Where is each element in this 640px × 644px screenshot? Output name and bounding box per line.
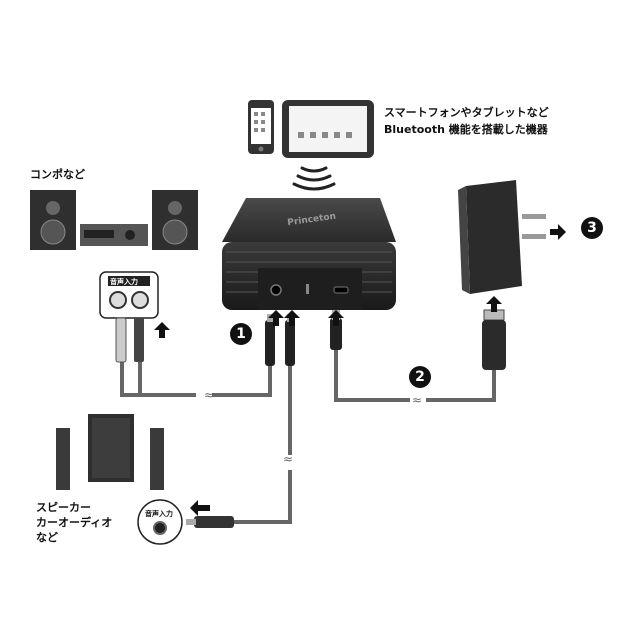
arrow-icon bbox=[154, 224, 566, 516]
stereo-system-icon bbox=[30, 190, 198, 250]
bluetooth-wave-icon bbox=[292, 166, 336, 191]
svg-text:≈: ≈ bbox=[283, 452, 293, 466]
rca-plug-icon bbox=[115, 317, 144, 363]
marker-2: 2 bbox=[409, 366, 431, 388]
compo-audio-input-panel bbox=[99, 271, 159, 319]
compo-caption: コンポなど bbox=[30, 168, 85, 181]
tablet-icon bbox=[282, 100, 374, 158]
speaker-caption: スピーカー カーオーディオ など bbox=[36, 500, 112, 545]
ac-adapter-icon bbox=[458, 180, 546, 294]
speaker-audio-input-label: 音声入力 bbox=[145, 510, 173, 518]
marker-3: 3 bbox=[581, 217, 603, 239]
compo-audio-input-label: 音声入力 bbox=[110, 278, 138, 286]
device-caption: スマートフォンやタブレットなど Bluetooth 機能を搭載した機器 bbox=[384, 104, 549, 138]
speaker-caption-line1: スピーカー bbox=[36, 501, 91, 514]
speaker-caption-line3: など bbox=[36, 531, 58, 544]
svg-text:≈: ≈ bbox=[412, 393, 422, 407]
marker-1: 1 bbox=[230, 323, 252, 345]
speaker-icon bbox=[56, 414, 164, 490]
audio-jack-icon bbox=[186, 516, 234, 528]
svg-text:≈: ≈ bbox=[204, 388, 214, 402]
device-caption-line1: スマートフォンやタブレットなど bbox=[384, 106, 549, 119]
audio-cable-2: ≈ bbox=[186, 314, 295, 528]
bluetooth-receiver: Princeton bbox=[222, 198, 396, 310]
usb-cable: ≈ bbox=[330, 310, 496, 407]
usb-plug-icon bbox=[482, 309, 506, 370]
audio-cable-1: ≈ bbox=[120, 314, 275, 402]
speaker-audio-input bbox=[137, 499, 183, 545]
speaker-caption-line2: カーオーディオ bbox=[36, 516, 113, 529]
device-caption-line2: Bluetooth 機能を搭載した機器 bbox=[384, 123, 548, 136]
smartphone-icon bbox=[248, 100, 274, 154]
